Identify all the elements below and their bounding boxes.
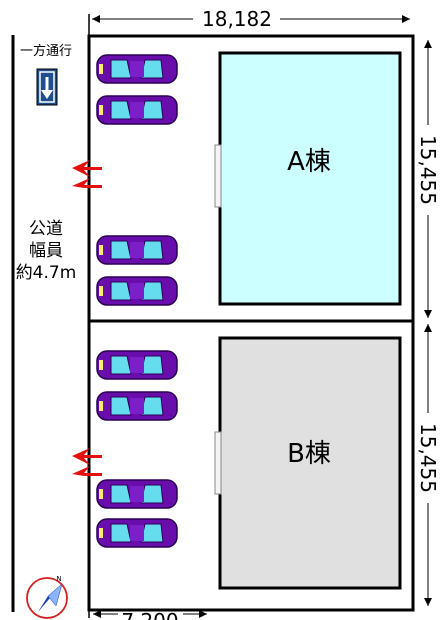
right-dimension: 15,455 15,455: [416, 40, 440, 606]
top-dimension: 18,182: [92, 7, 410, 31]
lot-b-boundary: [87, 319, 415, 612]
compass-icon: N: [26, 575, 68, 619]
right-b-label: 15,455: [416, 423, 440, 493]
car-icon: [96, 95, 178, 125]
bottom-width-label: 7,200: [121, 609, 178, 620]
car-icon: [96, 235, 178, 265]
entrance-arrow-icon: [72, 448, 102, 476]
road-width-value: 約4.7m: [16, 263, 77, 283]
one-way-sign-icon: [36, 68, 58, 106]
road-label: 公道: [29, 219, 63, 239]
road-width-label: 幅員: [29, 241, 63, 261]
building-b: [218, 336, 402, 590]
car-icon: [96, 350, 178, 380]
car-icon: [96, 54, 178, 84]
car-icon: [96, 276, 178, 306]
building-a: [218, 51, 402, 306]
car-icon: [96, 479, 178, 509]
building-a-entrance: [214, 144, 222, 208]
bottom-dimension: 7,200: [93, 609, 207, 620]
building-b-entrance: [214, 431, 222, 495]
right-a-label: 15,455: [416, 135, 440, 205]
entrance-arrow-icon: [72, 160, 102, 188]
building-b-label: B棟: [287, 439, 331, 469]
building-a-label: A棟: [287, 147, 331, 177]
car-icon: [96, 391, 178, 421]
compass-north-label: N: [56, 575, 61, 583]
car-icon: [96, 518, 178, 548]
one-way-label: 一方通行: [20, 43, 72, 59]
top-width-label: 18,182: [202, 7, 272, 31]
